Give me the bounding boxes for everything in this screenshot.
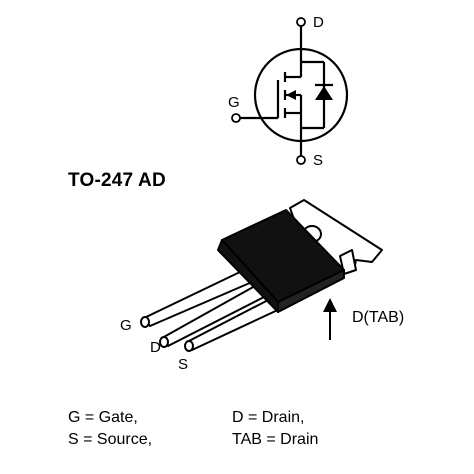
legend-source: S = Source,	[68, 431, 153, 448]
gate-terminal	[231, 113, 241, 123]
legend-tab: TAB = Drain	[232, 431, 319, 448]
package-gate-label: G	[120, 317, 132, 334]
symbol-drain-label: D	[313, 14, 324, 31]
package-source-label: S	[178, 356, 189, 373]
source-terminal	[296, 155, 306, 165]
symbol-gate-label: G	[228, 94, 240, 111]
package-drain-label: D	[150, 339, 161, 356]
diode-icon	[315, 86, 333, 100]
package-title: TO-247 AD	[68, 170, 166, 191]
legend-drain: D = Drain,	[232, 409, 305, 426]
drain-terminal	[296, 17, 306, 27]
tab-arrow	[323, 298, 337, 340]
symbol-source-label: S	[313, 152, 324, 169]
channel-arrow-icon	[286, 90, 296, 100]
legend-gate: G = Gate,	[68, 409, 138, 426]
package-tab-label: D(TAB)	[352, 309, 405, 326]
